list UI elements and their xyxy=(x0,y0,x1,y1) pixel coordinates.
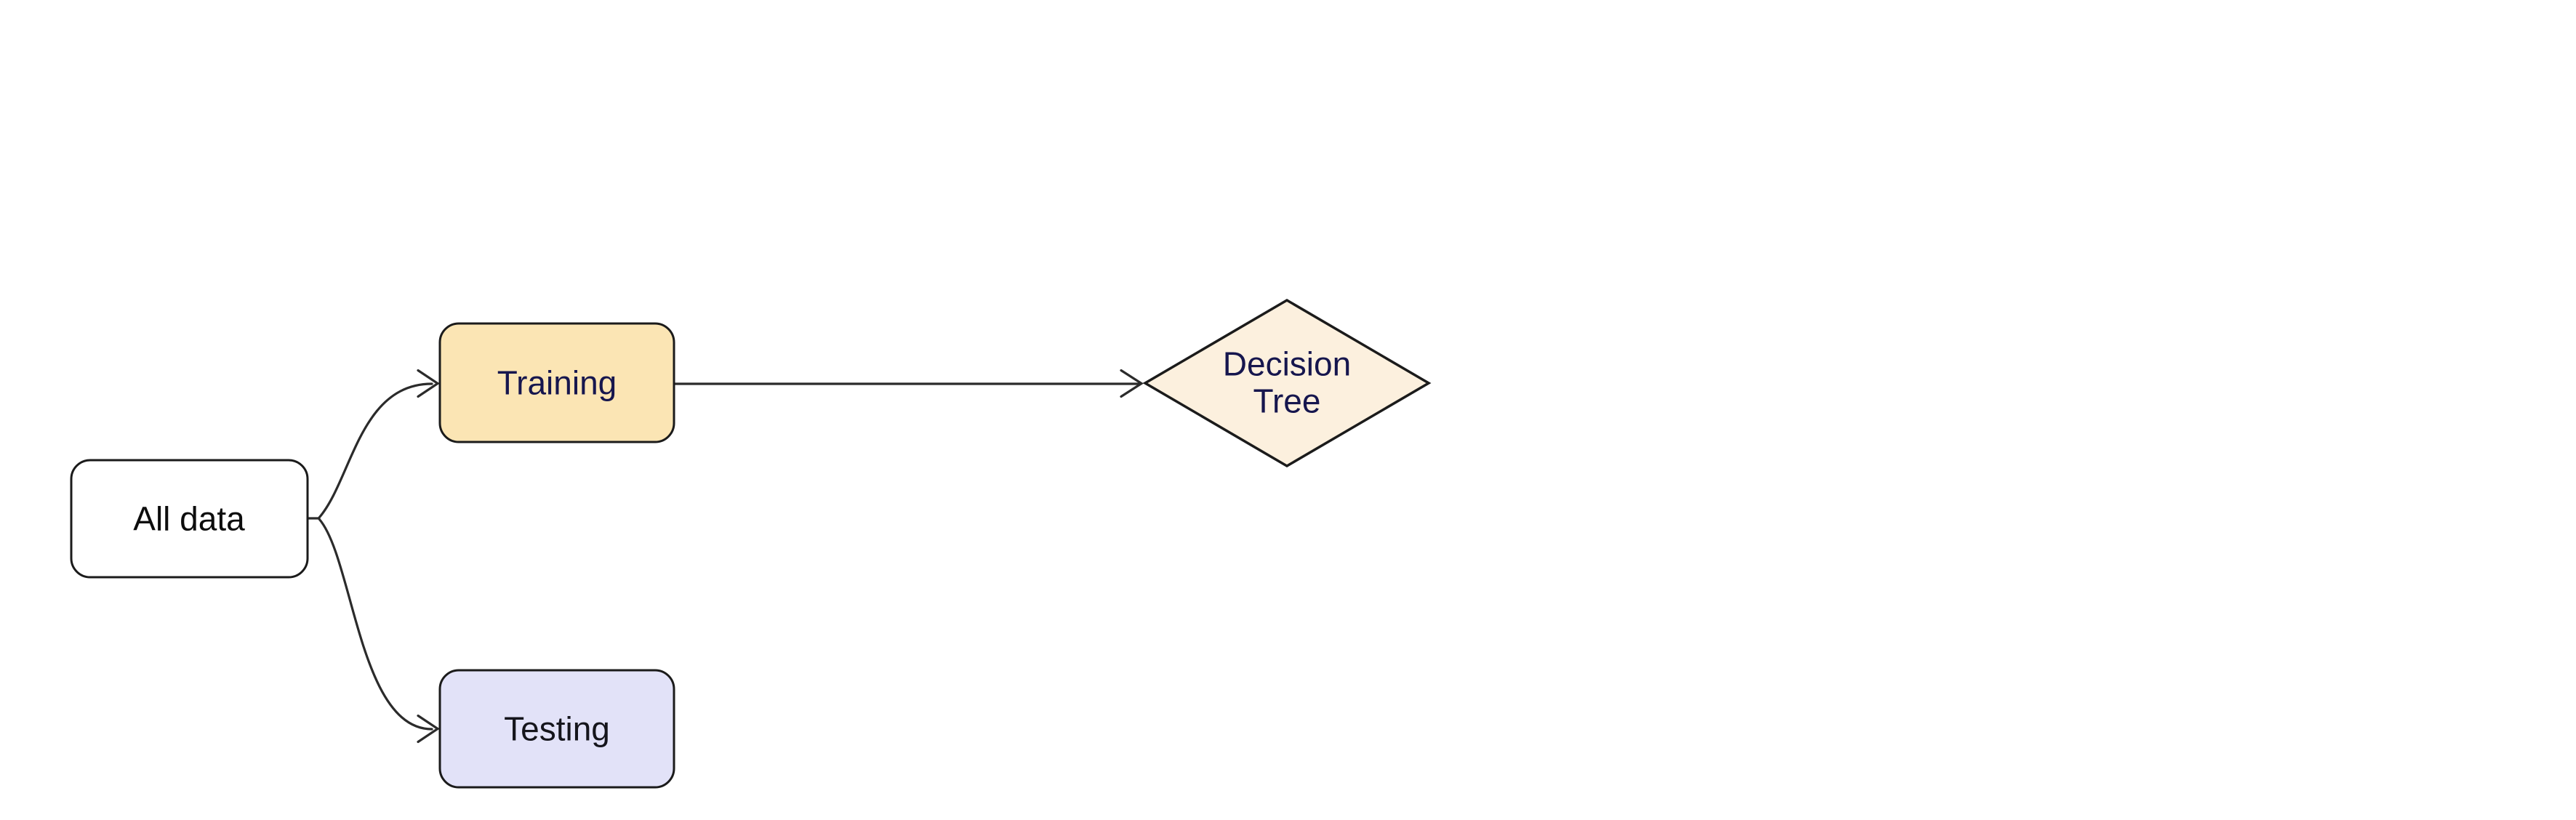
node-testing-label: Testing xyxy=(504,710,610,748)
edge-alldata-to-training xyxy=(318,382,433,519)
node-training-shape xyxy=(438,322,675,443)
edge-alldata-to-testing-arrowhead xyxy=(417,714,440,744)
node-all-data-shape xyxy=(70,459,309,579)
edge-alldata-to-testing xyxy=(318,518,433,731)
node-training-label: Training xyxy=(497,363,617,402)
node-all-data-label: All data xyxy=(133,499,245,538)
node-decision-tree-label: Decision Tree xyxy=(1222,345,1352,419)
edge-alldata-to-training-arrowhead xyxy=(417,369,440,398)
node-testing-shape xyxy=(438,669,675,789)
edge-training-to-decisiontree-arrowhead xyxy=(1120,369,1144,398)
node-decision-tree-shape xyxy=(1142,298,1432,468)
